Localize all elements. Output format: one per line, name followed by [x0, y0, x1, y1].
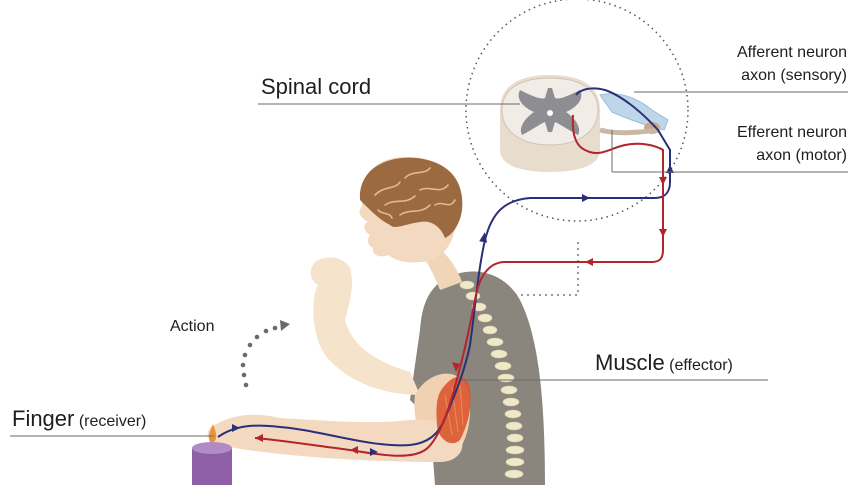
person	[208, 157, 545, 485]
action-arrow	[241, 320, 290, 387]
label-muscle-sub: (effector)	[669, 357, 733, 374]
label-finger-group: Finger (receiver)	[12, 406, 146, 432]
label-efferent-line1: Efferent neuron	[737, 124, 847, 142]
label-finger-sub: (receiver)	[79, 413, 147, 430]
label-efferent-line2: axon (motor)	[756, 147, 847, 165]
raised-arm-faded	[311, 257, 420, 395]
label-afferent-line1: Afferent neuron	[737, 44, 847, 62]
label-action: Action	[170, 318, 214, 336]
label-spinal-cord: Spinal cord	[261, 74, 371, 100]
label-muscle: Muscle	[595, 350, 665, 375]
forearm	[208, 415, 463, 462]
zoom-connector	[512, 242, 578, 295]
label-muscle-group: Muscle (effector)	[595, 350, 733, 376]
label-afferent-line2: axon (sensory)	[741, 67, 847, 85]
label-finger: Finger	[12, 406, 74, 431]
